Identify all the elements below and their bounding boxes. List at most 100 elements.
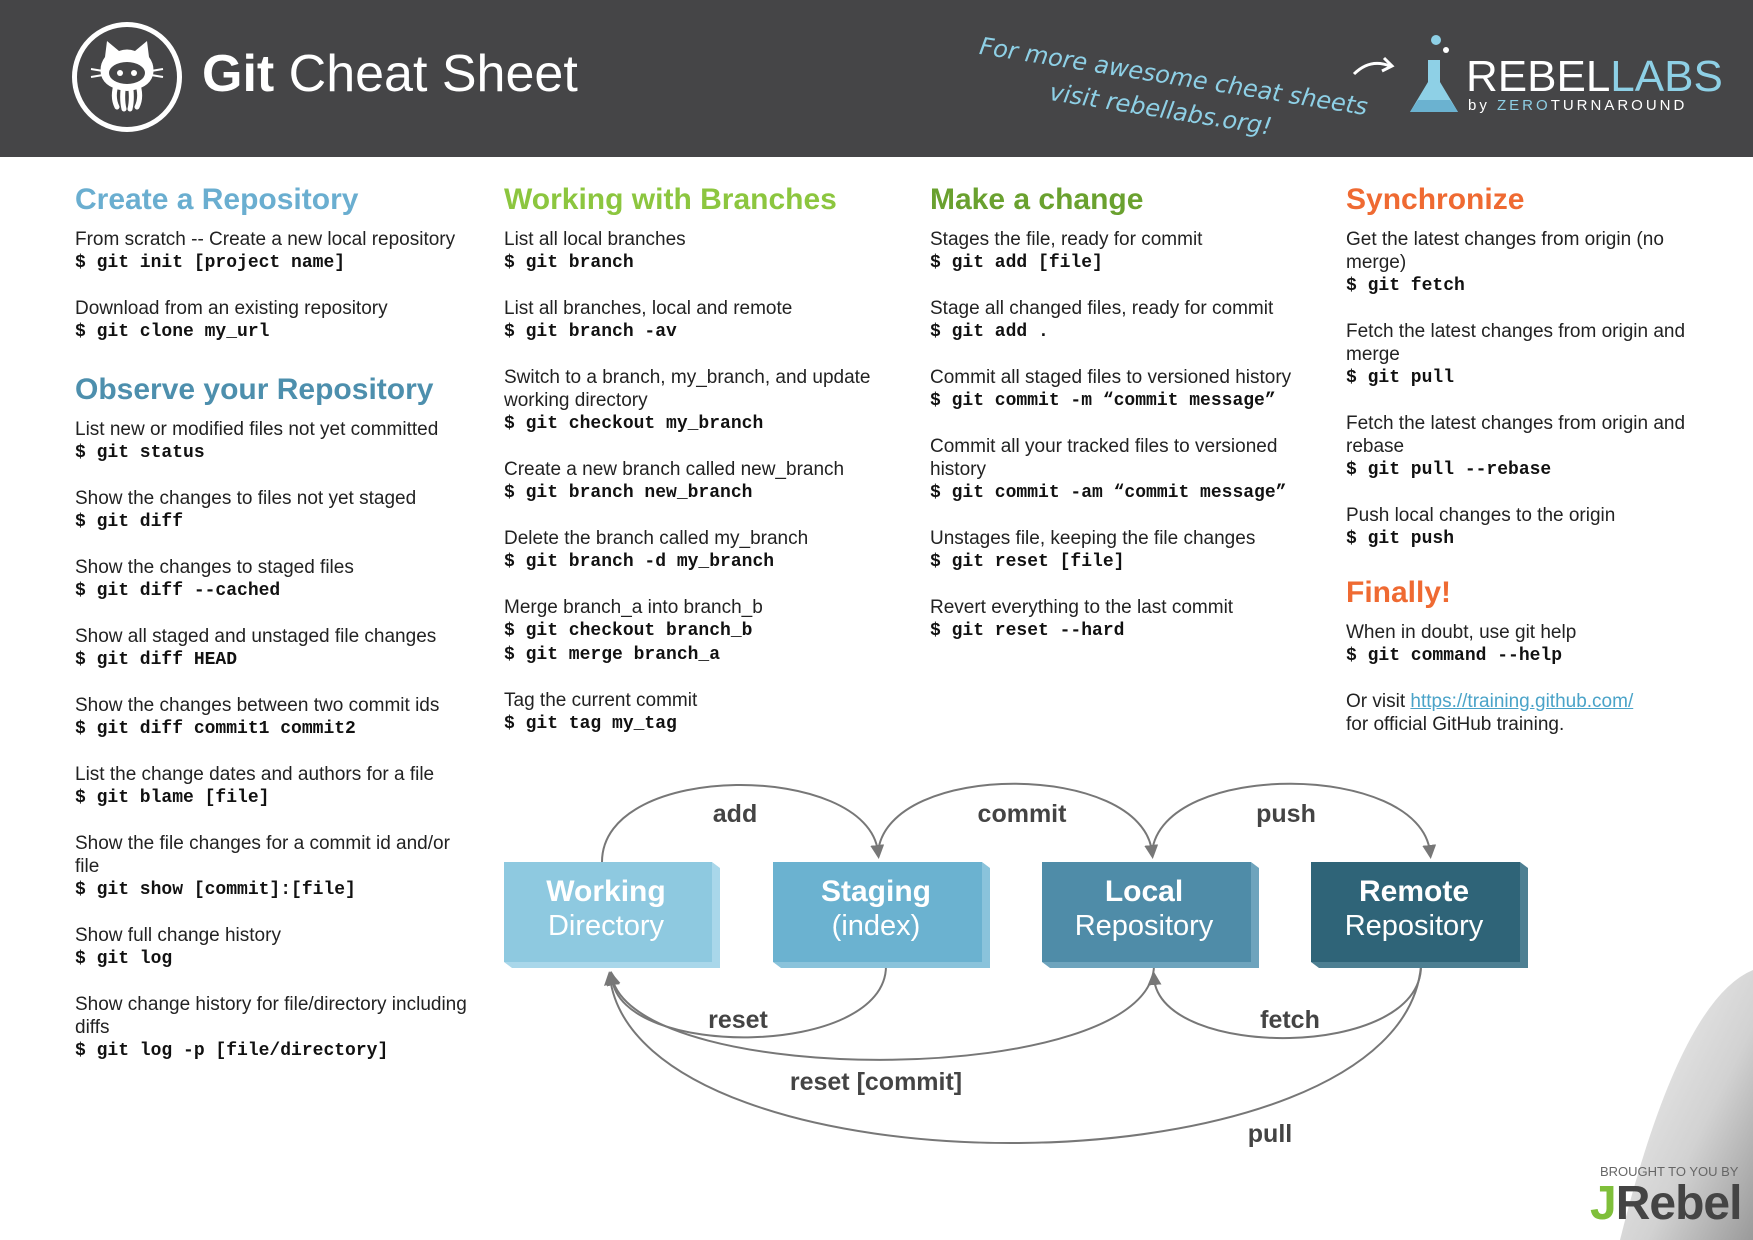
visit-prefix: Or visit [1346,691,1411,712]
jrebel-rest: Rebel [1615,1177,1743,1230]
column-sync-finally: Synchronize Get the latest changes from … [1346,180,1726,736]
cheat-item-desc: Show the changes to files not yet staged [75,488,417,509]
cheat-item-command: $ git pull [1346,368,1455,388]
cheat-item: Show the changes to staged files $ git di… [75,556,475,603]
header-bar: Git Cheat Sheet For more awesome cheat s… [0,0,1753,157]
cheat-item-desc: Fetch the latest changes from origin and… [1346,413,1686,457]
cheat-item-desc: Switch to a branch, my_branch, and updat… [504,367,871,411]
arrow-commit [877,782,1159,859]
column-change: Make a change Stages the file, ready for… [930,180,1330,665]
arrow-reset-commit [606,965,1155,1061]
cheat-item-desc: Push local changes to the origin [1346,505,1616,526]
sync-items: Get the latest changes from origin (no m… [1346,228,1726,551]
cheat-item-command: $ git pull --rebase [1346,460,1552,480]
cheat-item: List all branches, local and remote$ git… [504,297,884,344]
box-remote-repository [1311,862,1528,968]
section-create: Create a Repository From scratch -- Crea… [75,180,475,344]
cheat-item-command: $ git diff HEAD [75,650,238,670]
cheat-item: Show full change history$ git log [75,924,475,971]
cheat-item-desc: Show the file changes for a commit id an… [75,833,450,877]
section-title-finally: Finally! [1346,576,1452,609]
cheat-item: List all local branches $ git branch [504,228,884,275]
cheat-item: Stages the file, ready for commit$ git a… [930,228,1330,275]
page-curl-decoration [1620,970,1753,1240]
github-octocat-icon [72,22,182,132]
cheat-item: Revert everything to the last commit $ gi… [930,596,1330,643]
finally-help-cmd: $ git command --help [1346,646,1563,666]
cheat-item: Commit all your tracked files to version… [930,435,1330,505]
create-items: From scratch -- Create a new local repos… [75,228,475,344]
cheat-item-command: $ git log -p [file/directory] [75,1041,389,1061]
brand-rebel: REBEL [1466,52,1611,101]
cheat-item-command: $ git push [1346,529,1455,549]
cheat-item-desc: Tag the current commit [504,690,698,711]
label-push: push [1256,800,1316,828]
training-link[interactable]: https://training.github.com/ [1410,691,1634,712]
cheat-item: Show change history for file/directory i… [75,993,475,1063]
cheat-item: Create a new branch called new_branch$ g… [504,458,884,505]
cheat-item-command: $ git add [file] [930,253,1103,273]
change-items: Stages the file, ready for commit$ git a… [930,228,1330,643]
cheat-item-desc: Merge branch_a into branch_b [504,597,763,618]
cheat-item-command: $ git branch -d my_branch [504,552,775,572]
cheat-item: Switch to a branch, my_branch, and updat… [504,366,884,436]
cheat-item-desc: List all local branches [504,229,686,250]
finally-help-item: When in doubt, use git help $ git comman… [1346,621,1726,668]
box-local-light: Repository [1075,910,1214,942]
cheat-item-command: $ git branch [504,253,634,273]
cheat-item-desc: From scratch -- Create a new local repos… [75,229,456,250]
cheat-item-desc: Create a new branch called new_branch [504,459,845,480]
brand-byline: by ZEROTURNAROUND [1468,97,1687,114]
cheat-item-command: $ git reset [file] [930,552,1125,572]
brand-labs: LABS [1610,52,1723,101]
cheat-item-desc: List all branches, local and remote [504,298,793,319]
box-working-directory [504,862,720,968]
cheat-item-desc: List the change dates and authors for a … [75,764,435,785]
cheat-item: Get the latest changes from origin (no m… [1346,228,1726,298]
cheat-item: Stage all changed files, ready for commi… [930,297,1330,344]
cheat-item: Show all staged and unstaged file change… [75,625,475,672]
box-working-light: Directory [548,910,665,942]
label-reset: reset [708,1006,768,1034]
box-local-bold: Local [1105,875,1183,908]
cheat-item-desc: Unstages file, keeping the file changes [930,528,1256,549]
cheat-item-command: $ git reset --hard [930,621,1125,641]
jrebel-j: J [1590,1177,1617,1230]
section-title-sync: Synchronize [1346,183,1525,216]
arrow-add [601,784,885,863]
finally-visit: Or visit https://training.github.com/ fo… [1346,690,1726,736]
box-remote-bold: Remote [1359,875,1469,908]
brand-turnaround: TURNAROUND [1550,97,1688,114]
cheat-item: Push local changes to the origin $ git pu… [1346,504,1726,551]
cheat-item-desc: Show full change history [75,925,281,946]
label-commit: commit [978,800,1068,828]
finally-help-desc: When in doubt, use git help [1346,622,1577,643]
box-staging-index [773,862,990,968]
cheat-item-desc: Revert everything to the last commit [930,597,1234,618]
section-title-observe: Observe your Repository [75,373,434,406]
cheat-item-desc: Get the latest changes from origin (no m… [1346,229,1664,273]
cheat-item-desc: Show the changes to staged files [75,557,354,578]
column-create-observe: Create a Repository From scratch -- Crea… [75,180,475,1085]
cheat-item-command: $ git checkout branch_b [504,621,753,641]
cheat-item-command: $ git commit -m “commit message” [930,391,1276,411]
cheat-item-command: $ git diff --cached [75,581,281,601]
section-title-change: Make a change [930,183,1144,216]
cheat-item-desc: Stage all changed files, ready for commi… [930,298,1274,319]
title-bold: Git [202,45,275,103]
cheat-item-command: $ git init [project name] [75,253,346,273]
section-observe: Observe your Repository List new or modi… [75,370,475,1063]
box-staging-light: (index) [832,910,921,942]
cheat-item: Merge branch_a into branch_b $ git checko… [504,596,884,667]
arrow-reset [605,965,887,1039]
brand-zero: ZERO [1497,97,1551,114]
arrow-push [1151,782,1437,859]
cheat-item-command: $ git checkout my_branch [504,414,764,434]
cheat-item-desc: Commit all your tracked files to version… [930,436,1278,480]
cheat-item-command: $ git add . [930,322,1049,342]
cheat-item-command: $ git clone my_url [75,322,270,342]
arrow-pull [604,965,1422,1144]
box-staging-bold: Staging [821,875,931,908]
cheat-item: Delete the branch called my_branch$ git … [504,527,884,574]
